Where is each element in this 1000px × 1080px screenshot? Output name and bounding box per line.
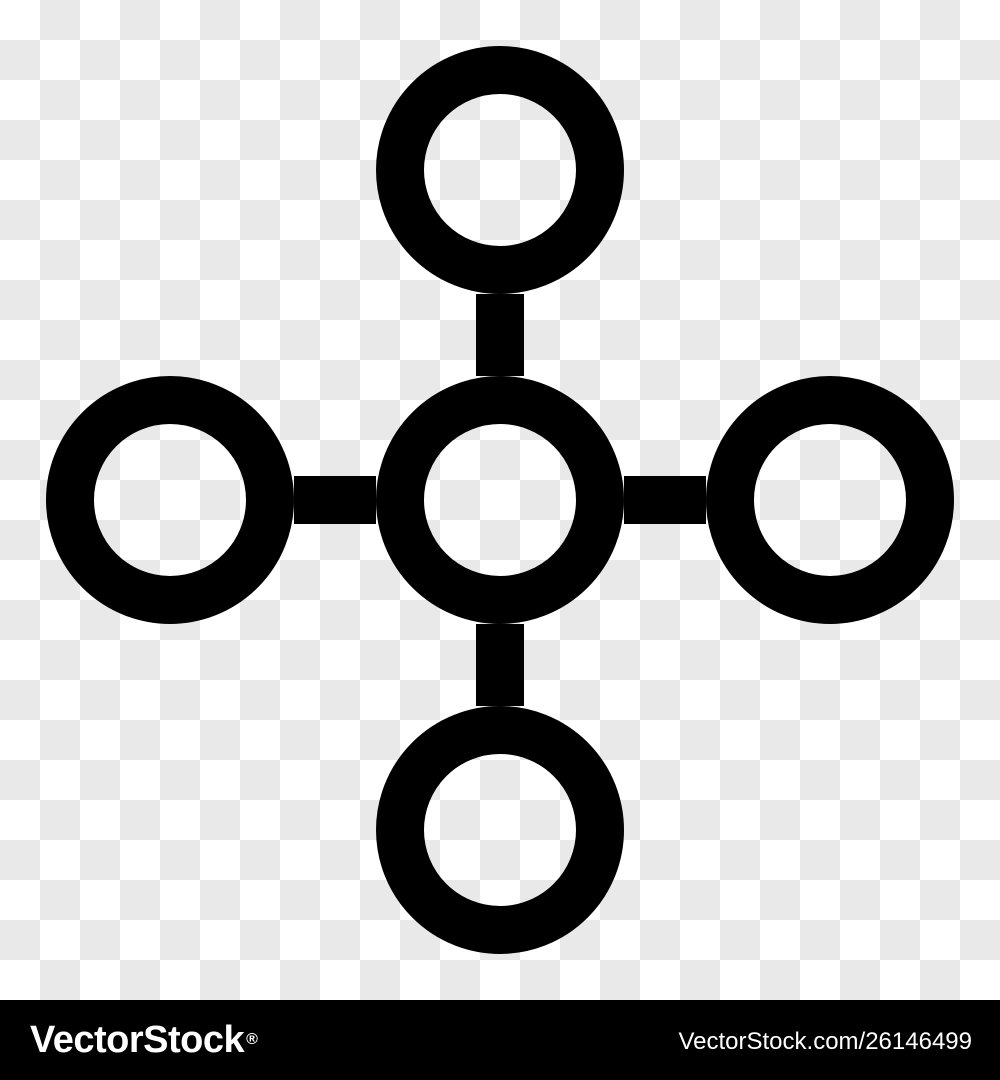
brand-name: VectorStock xyxy=(30,1019,245,1061)
registered-mark: ® xyxy=(246,1031,258,1048)
network-node-icon xyxy=(46,46,954,954)
watermark-footer: VectorStock® VectorStock.com/26146499 xyxy=(0,1000,1000,1080)
right-node xyxy=(706,376,954,624)
vectorstock-logo: VectorStock® xyxy=(30,1018,258,1062)
left-node xyxy=(46,376,294,624)
bottom-node xyxy=(376,706,624,954)
image-credit: VectorStock.com/26146499 xyxy=(678,1028,972,1055)
transparent-checker-background xyxy=(0,0,1000,1000)
top-node xyxy=(376,46,624,294)
center-node xyxy=(376,376,624,624)
